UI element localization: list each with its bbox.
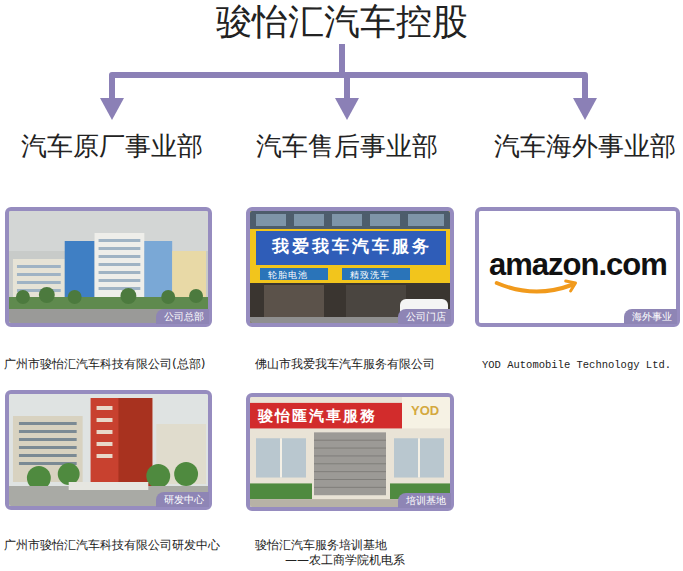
photo-tag: 研发中心 bbox=[156, 492, 209, 507]
photo-tag: 公司门店 bbox=[398, 309, 451, 324]
card-caption: 广州市骏怡汇汽车科技有限公司(总部) bbox=[4, 357, 205, 372]
photo-illustration bbox=[9, 394, 208, 506]
tree-connector bbox=[342, 44, 597, 120]
card-caption: 广州市骏怡汇汽车科技有限公司研发中心 bbox=[4, 538, 220, 553]
photo-illustration bbox=[250, 211, 450, 323]
card-caption: 佛山市我爱我车汽车服务有限公司 bbox=[255, 357, 435, 372]
photo-sign-text: 我爱我车汽车服务 bbox=[272, 236, 432, 256]
title-text: 骏怡汇汽车控股 bbox=[216, 0, 468, 44]
arrow-head bbox=[335, 98, 359, 120]
photo-card: 公司总部广州市骏怡汇汽车科技有限公司(总部) bbox=[5, 207, 212, 327]
photo-card: 研发中心广州市骏怡汇汽车科技有限公司研发中心 bbox=[5, 390, 212, 510]
photo-tag: 公司总部 bbox=[156, 309, 209, 324]
photo-tag: 培训基地 bbox=[398, 493, 451, 508]
department-node: 汽车售后事业部 bbox=[256, 120, 438, 162]
photo-card: 公司门店佛山市我爱我车汽车服务有限公司 bbox=[246, 207, 454, 327]
tree-connector bbox=[100, 44, 342, 120]
department-label: 汽车售后事业部 bbox=[256, 130, 438, 162]
department-label: 汽车原厂事业部 bbox=[21, 130, 203, 162]
photo-tag: 海外事业 bbox=[624, 309, 677, 324]
card-caption: 骏怡汇汽车服务培训基地 ——农工商学院机电系 bbox=[255, 538, 405, 568]
photo-sign-text: 骏怡匯汽車服務 bbox=[258, 407, 377, 425]
arrow-head bbox=[100, 98, 124, 120]
department-node: 汽车海外事业部 bbox=[494, 120, 676, 162]
photo-sign-text: YOD bbox=[411, 403, 439, 419]
root-title-node: 骏怡汇汽车控股 bbox=[216, 0, 468, 44]
photo-sign-text: 精致洗车 bbox=[350, 270, 390, 281]
department-label: 汽车海外事业部 bbox=[494, 130, 676, 162]
connector-line bbox=[342, 44, 585, 100]
tree-connector bbox=[335, 44, 359, 120]
connector-line bbox=[112, 44, 342, 100]
department-node: 汽车原厂事业部 bbox=[21, 120, 203, 162]
arrow-head bbox=[573, 98, 597, 120]
photo-sign-text: amazon.com bbox=[489, 246, 667, 283]
photo-sign-text: 轮胎电池 bbox=[268, 270, 308, 281]
card-caption: YOD Automobile Technology Ltd. bbox=[482, 358, 671, 373]
photo-illustration bbox=[9, 211, 208, 323]
